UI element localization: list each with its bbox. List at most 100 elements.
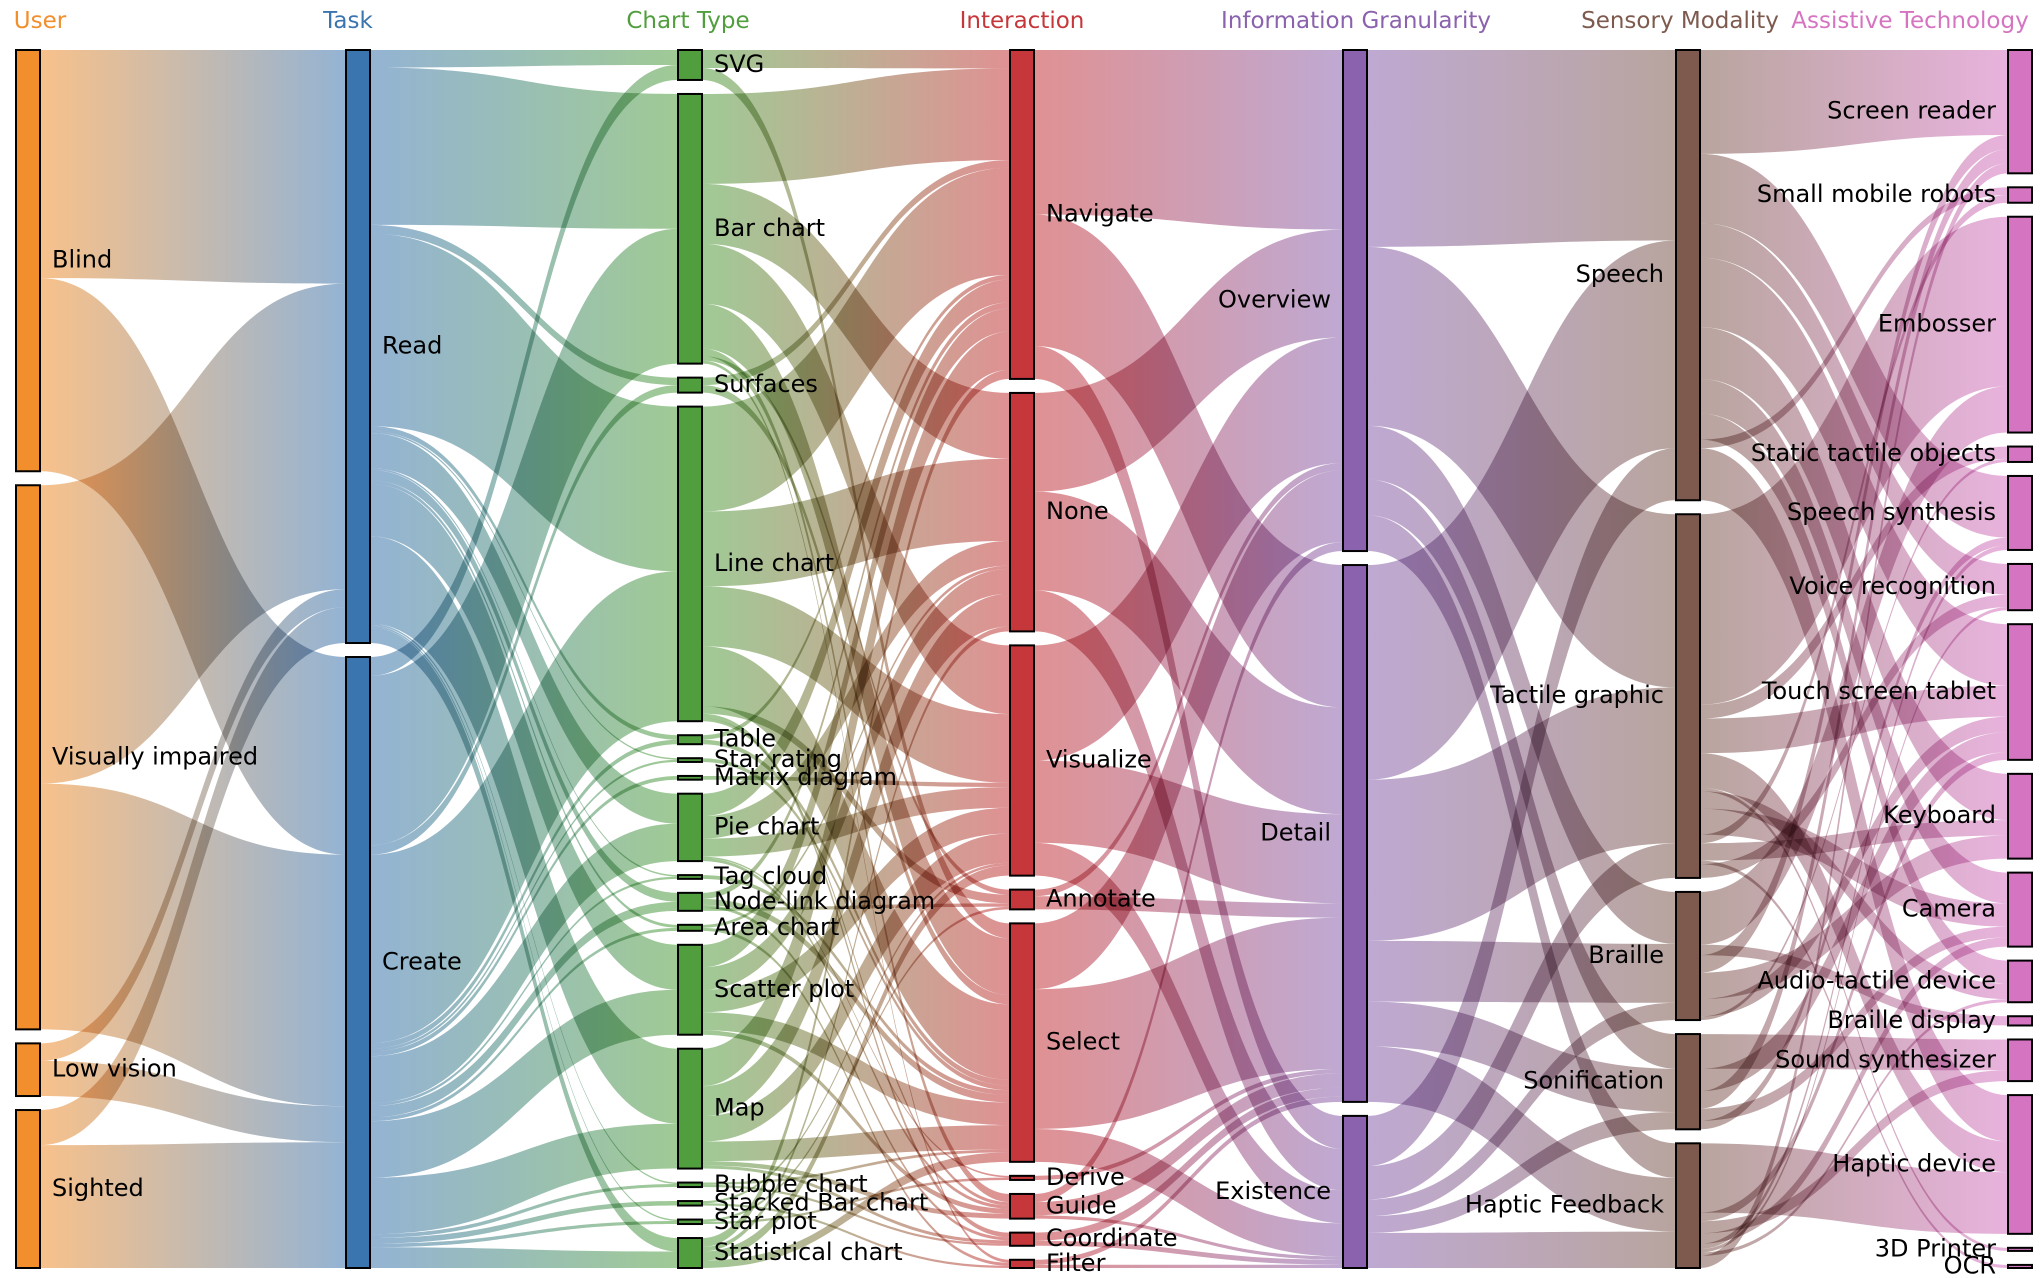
flow-select-to-existence: [1034, 1128, 1343, 1257]
node-starplot[interactable]: [677, 1218, 703, 1226]
node-label-stackedbar: Stacked Bar chart: [714, 1188, 928, 1216]
node-coordinate[interactable]: [1009, 1231, 1035, 1247]
column-title-interaction: Interaction: [960, 8, 1085, 34]
node-tag[interactable]: [677, 874, 703, 880]
node-pie[interactable]: [677, 792, 703, 863]
node-overview[interactable]: [1342, 49, 1368, 553]
node-derive[interactable]: [1009, 1174, 1035, 1181]
node-camera[interactable]: [2007, 871, 2033, 948]
node-area[interactable]: [677, 923, 703, 932]
node-table[interactable]: [677, 734, 703, 746]
flow-vi-to-read: [40, 283, 346, 784]
flow-statistical-to-navigate: [702, 369, 1010, 1248]
node-nodelink[interactable]: [677, 891, 703, 912]
node-surfaces[interactable]: [677, 376, 703, 394]
node-detail[interactable]: [1342, 564, 1368, 1103]
flow-haptic-to-voicerec: [1700, 607, 2008, 1253]
node-sighted[interactable]: [15, 1109, 41, 1270]
flow-overview-to-speech: [1367, 50, 1676, 247]
flow-existence-to-tactile: [1367, 843, 1676, 1200]
node-speech[interactable]: [1675, 49, 1701, 502]
node-blind[interactable]: [15, 49, 41, 473]
node-visualize[interactable]: [1009, 644, 1035, 877]
flow-create-to-table: [370, 739, 678, 1049]
flow-links: [40, 50, 2008, 1268]
node-soundsynth[interactable]: [2007, 1038, 2033, 1083]
node-touchtablet[interactable]: [2007, 623, 2033, 761]
node-label-camera: Camera: [1902, 895, 1996, 923]
flow-read-to-nodelink: [370, 469, 678, 902]
node-select[interactable]: [1009, 922, 1035, 1163]
flow-create-to-tag: [370, 876, 678, 1107]
node-matrix[interactable]: [677, 774, 703, 781]
node-screenreader[interactable]: [2007, 49, 2033, 175]
node-bar[interactable]: [677, 92, 703, 365]
node-label-nodelink: Node-link diagram: [714, 887, 935, 915]
flow-create-to-star: [370, 759, 678, 1052]
flow-none-to-existence: [1034, 590, 1343, 1191]
node-tactile[interactable]: [1675, 513, 1701, 879]
flow-select-to-detail: [1034, 917, 1343, 1129]
flow-tactile-to-voicerec: [1700, 594, 2008, 878]
node-statictactile[interactable]: [2007, 445, 2033, 463]
node-label-vi: Visually impaired: [52, 742, 258, 770]
flow-existence-to-haptic: [1367, 1231, 1676, 1268]
node-label-lowvision: Low vision: [52, 1055, 177, 1083]
flow-read-to-svg: [370, 50, 678, 68]
node-audiotactile[interactable]: [2007, 959, 2033, 1004]
node-label-map: Map: [714, 1094, 765, 1122]
flow-haptic-to-audiotactile: [1700, 999, 2008, 1256]
flow-pie-to-navigate: [702, 279, 1010, 817]
node-braille[interactable]: [1675, 890, 1701, 1022]
node-robots[interactable]: [2007, 186, 2033, 204]
column-title-user: User: [14, 8, 67, 34]
flow-nodelink-to-navigate: [702, 302, 1010, 899]
flow-speech-to-audiotactile: [1700, 413, 2008, 984]
node-create[interactable]: [345, 656, 371, 1269]
node-keyboard[interactable]: [2007, 772, 2033, 860]
node-printer3d[interactable]: [2007, 1246, 2033, 1252]
node-bubble[interactable]: [677, 1181, 703, 1189]
node-existence[interactable]: [1342, 1114, 1368, 1270]
flow-scatter-to-navigate: [702, 308, 1010, 968]
node-navigate[interactable]: [1009, 49, 1035, 380]
flow-create-to-line: [370, 571, 678, 1043]
node-vi[interactable]: [15, 484, 41, 1031]
node-none[interactable]: [1009, 391, 1035, 633]
flow-create-to-nodelink: [370, 901, 678, 1118]
node-guide[interactable]: [1009, 1192, 1035, 1220]
flow-braille-to-statictactile: [1700, 458, 2008, 1021]
node-label-audiotactile: Audio-tactile device: [1757, 966, 1996, 994]
flow-tactile-to-hapticdevice: [1700, 753, 2008, 1173]
node-brailledisplay[interactable]: [2007, 1015, 2033, 1027]
node-speechsynth[interactable]: [2007, 474, 2033, 551]
node-scatter[interactable]: [677, 943, 703, 1036]
flow-existence-to-speech: [1367, 448, 1676, 1167]
flow-tactile-to-robots: [1700, 195, 2008, 844]
node-ocr[interactable]: [2007, 1263, 2033, 1269]
flow-line-to-guide: [702, 718, 1010, 1206]
flow-pie-to-derive: [702, 856, 1010, 1178]
flow-bar-to-visualize: [702, 243, 1010, 715]
node-statistical[interactable]: [677, 1237, 703, 1270]
node-line[interactable]: [677, 405, 703, 723]
node-embosser[interactable]: [2007, 215, 2033, 434]
node-label-bubble: Bubble chart: [714, 1170, 868, 1198]
node-hapticdevice[interactable]: [2007, 1094, 2033, 1235]
node-stackedbar[interactable]: [677, 1200, 703, 1207]
node-read[interactable]: [345, 49, 371, 645]
flow-read-to-bar: [370, 67, 678, 229]
node-lowvision[interactable]: [15, 1042, 41, 1098]
node-star[interactable]: [677, 757, 703, 763]
flow-scatter-to-guide: [702, 1030, 1010, 1214]
node-svg[interactable]: [677, 49, 703, 81]
flow-map-to-guide: [702, 1161, 1010, 1219]
node-label-read: Read: [382, 332, 442, 360]
node-voicerec[interactable]: [2007, 562, 2033, 612]
node-haptic[interactable]: [1675, 1142, 1701, 1269]
node-filter[interactable]: [1009, 1258, 1035, 1270]
node-sonification[interactable]: [1675, 1033, 1701, 1131]
node-annotate[interactable]: [1009, 888, 1035, 911]
node-map[interactable]: [677, 1047, 703, 1170]
flow-visualize-to-overview: [1034, 337, 1343, 761]
